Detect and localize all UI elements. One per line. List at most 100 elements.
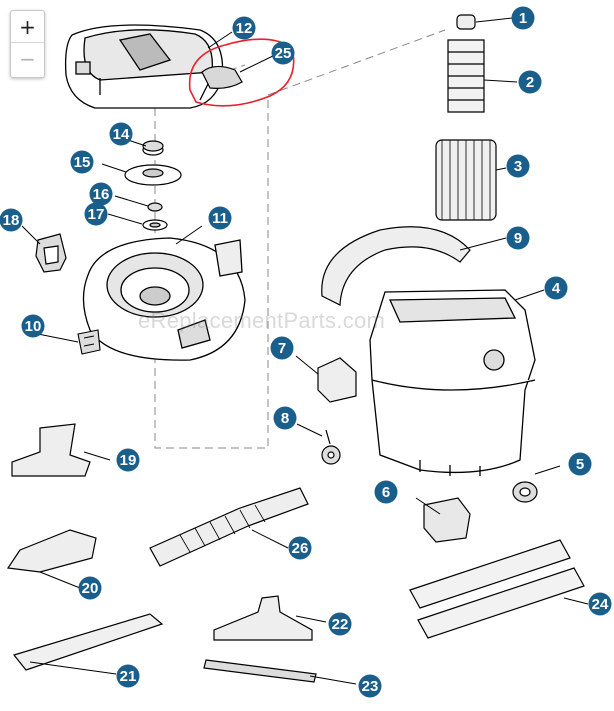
callout-circle <box>21 314 45 338</box>
callout-label: 12 <box>236 20 253 37</box>
callout-circle <box>232 16 256 40</box>
callout-label: 9 <box>514 230 522 247</box>
part-nozzle-22 <box>213 595 313 641</box>
callout-6: 6 <box>374 480 398 504</box>
callout-26: 26 <box>288 536 312 560</box>
callout-11: 11 <box>208 206 232 230</box>
watermark: eReplacementParts.com <box>138 308 386 333</box>
zoom-control: + − <box>10 10 45 78</box>
callout-circle <box>374 480 398 504</box>
part-motor-head <box>64 24 224 109</box>
callout-7: 7 <box>270 336 294 360</box>
callout-circle <box>78 576 102 600</box>
callout-label: 4 <box>552 280 561 297</box>
callout-4: 4 <box>544 276 568 300</box>
callout-label: 22 <box>332 616 349 633</box>
callout-label: 19 <box>120 452 137 469</box>
callout-label: 23 <box>362 678 379 695</box>
part-tool-holder <box>321 226 471 306</box>
callout-label: 3 <box>514 158 522 175</box>
callout-circle <box>518 70 542 94</box>
callout-label: 21 <box>120 668 137 685</box>
callout-circle <box>116 448 140 472</box>
callout-circle <box>208 206 232 230</box>
callout-circle <box>89 182 113 206</box>
callout-3: 3 <box>506 154 530 178</box>
callout-10: 10 <box>21 314 45 338</box>
callout-25: 25 <box>271 41 295 65</box>
callout-circle <box>116 664 140 688</box>
part-foot-6 <box>423 497 471 543</box>
callout-label: 10 <box>25 318 42 335</box>
part-washers <box>124 140 182 231</box>
callout-21: 21 <box>116 664 140 688</box>
callout-label: 7 <box>278 340 286 357</box>
callout-label: 14 <box>113 126 130 143</box>
callout-label: 26 <box>292 540 309 557</box>
callout-24: 24 <box>588 592 612 616</box>
part-tank <box>369 289 536 476</box>
part-nozzle-19 <box>11 423 91 477</box>
callout-label: 17 <box>88 206 105 223</box>
callout-22: 22 <box>328 612 352 636</box>
callout-circle <box>511 6 535 30</box>
callout-label: 24 <box>592 596 609 613</box>
part-cap-5 <box>512 481 538 503</box>
callout-19: 19 <box>116 448 140 472</box>
callout-label: 25 <box>275 45 292 62</box>
part-nozzle-20 <box>6 529 97 573</box>
callout-circle <box>84 202 108 226</box>
part-latch-18 <box>35 233 67 273</box>
callout-circle <box>506 226 530 250</box>
callout-23: 23 <box>358 674 382 698</box>
callout-14: 14 <box>109 122 133 146</box>
callout-circle <box>109 122 133 146</box>
callout-label: 8 <box>281 410 289 427</box>
callout-label: 15 <box>74 154 91 171</box>
callout-circle <box>273 406 297 430</box>
callout-20: 20 <box>78 576 102 600</box>
callout-circle <box>288 536 312 560</box>
part-caster-mount <box>317 357 357 403</box>
callout-label: 11 <box>212 210 228 227</box>
callout-8: 8 <box>273 406 297 430</box>
zoom-in-button[interactable]: + <box>11 11 44 43</box>
callout-circle <box>506 154 530 178</box>
callout-label: 18 <box>3 212 20 229</box>
zoom-out-button[interactable]: − <box>11 43 44 76</box>
part-strip-23 <box>203 659 317 683</box>
callout-circle <box>270 336 294 360</box>
callout-18: 18 <box>0 208 23 232</box>
callout-circle <box>70 150 94 174</box>
callout-label: 2 <box>526 74 534 91</box>
part-caster <box>321 429 341 465</box>
part-crevice-21 <box>12 613 164 671</box>
callout-16: 16 <box>89 182 113 206</box>
callout-label: 20 <box>82 580 99 597</box>
callout-circle <box>544 276 568 300</box>
callout-circle <box>568 452 592 476</box>
callout-12: 12 <box>232 16 256 40</box>
callout-circle <box>328 612 352 636</box>
callout-1: 1 <box>511 6 535 30</box>
callout-9: 9 <box>506 226 530 250</box>
part-latch-10 <box>77 329 101 355</box>
callout-15: 15 <box>70 150 94 174</box>
part-handle <box>201 65 243 89</box>
callout-circle <box>0 208 23 232</box>
callout-label: 1 <box>519 10 527 27</box>
callout-2: 2 <box>518 70 542 94</box>
callout-5: 5 <box>568 452 592 476</box>
callout-circle <box>358 674 382 698</box>
part-lid <box>82 237 246 361</box>
part-hose-26 <box>149 487 309 567</box>
part-filter-assembly <box>435 14 497 221</box>
callout-17: 17 <box>84 202 108 226</box>
callout-circle <box>271 41 295 65</box>
callout-circle <box>588 592 612 616</box>
callout-label: 5 <box>576 456 584 473</box>
callout-label: 16 <box>93 186 110 203</box>
callout-label: 6 <box>382 484 390 501</box>
callout-markers: 1234567891011121415161718192021222324252… <box>0 6 612 698</box>
